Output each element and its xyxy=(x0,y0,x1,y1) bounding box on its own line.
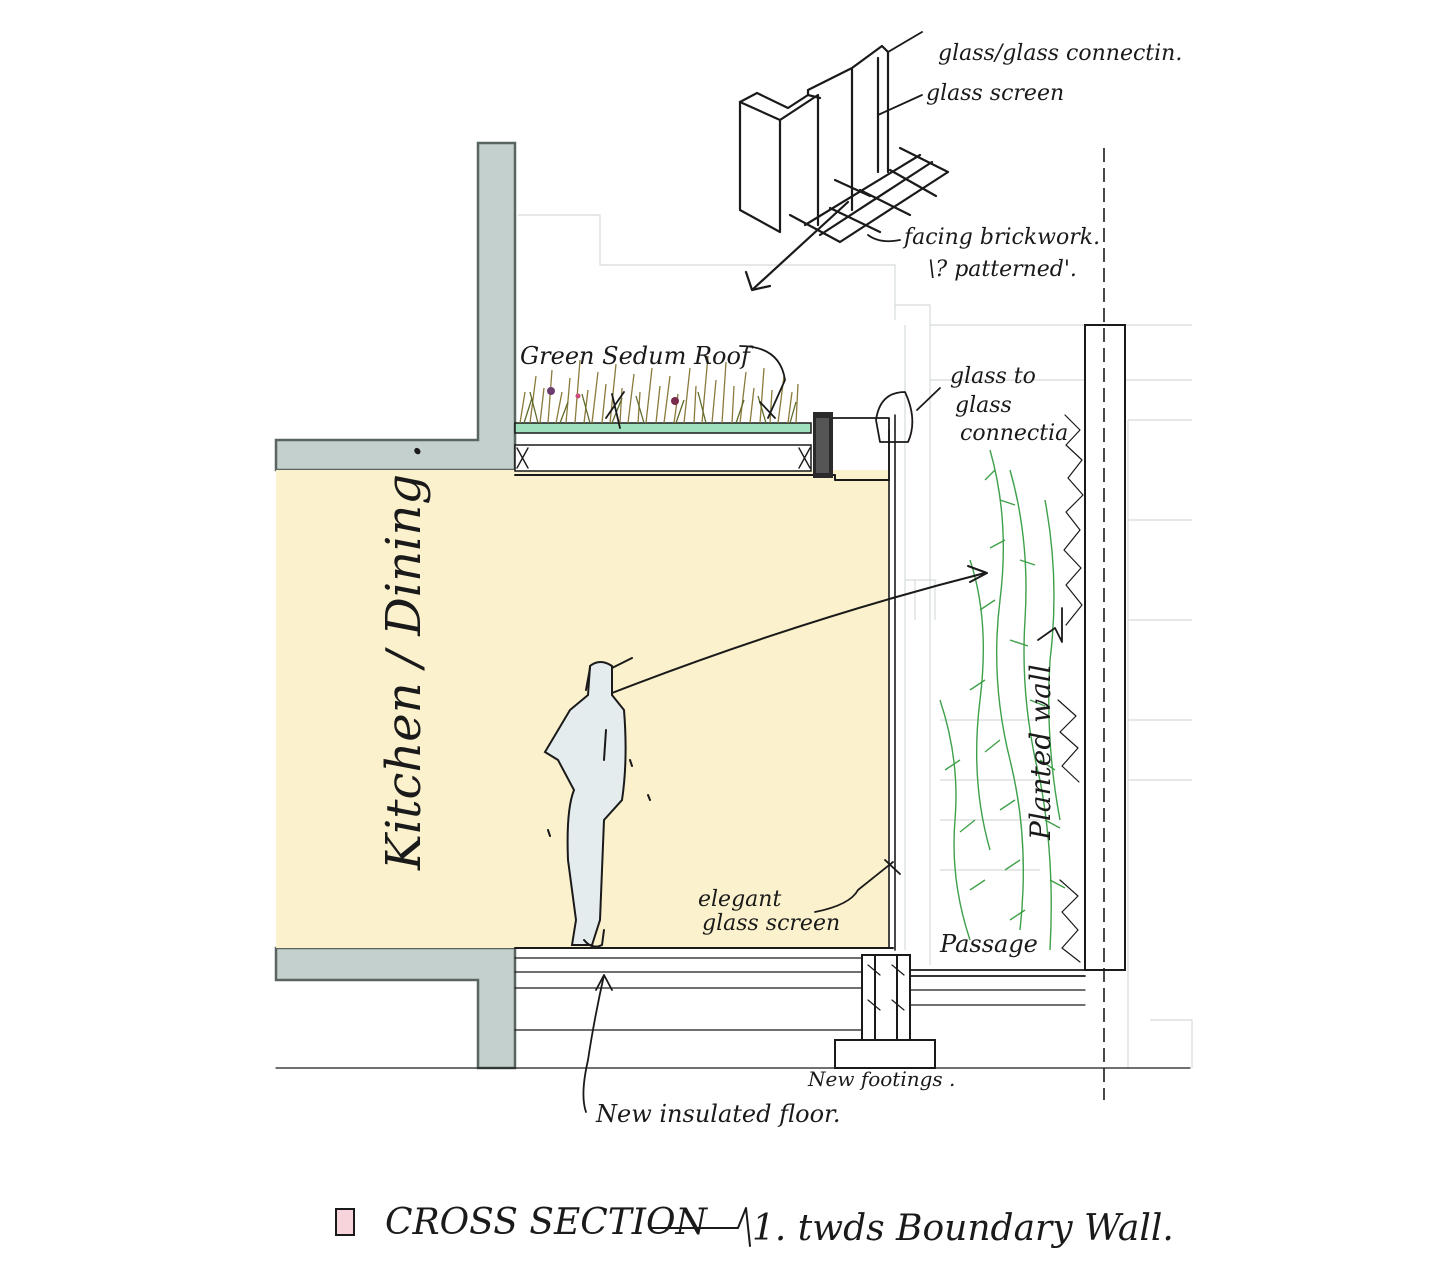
new-footing-pad xyxy=(834,1039,936,1069)
label-glass-screen-top: glass screen xyxy=(926,81,1064,106)
label-glass-glass-connection: glass/glass connectin. xyxy=(938,41,1182,66)
label-new-insulated-floor: New insulated floor. xyxy=(595,1100,840,1128)
person-figure xyxy=(543,657,651,948)
leader-lines xyxy=(582,31,1063,1113)
label-green-sedum-roof: Green Sedum Roof xyxy=(520,342,754,370)
existing-wall-lower xyxy=(274,946,517,1070)
label-new-footings: New footings . xyxy=(807,1067,955,1091)
label-elegant: elegant xyxy=(698,887,781,912)
label-facing-brickwork: facing brickwork. xyxy=(902,225,1100,250)
sedum-planting xyxy=(519,355,799,424)
label-glass: glass xyxy=(955,393,1012,418)
ground-and-footings xyxy=(275,954,1191,1069)
leader-sedum xyxy=(605,345,786,429)
label-glass-to: glass to xyxy=(950,364,1036,389)
new-footing-wall xyxy=(861,954,911,1041)
leader-glass-screen xyxy=(877,94,923,116)
roof-underside xyxy=(514,474,890,481)
existing-wall-upper xyxy=(274,141,517,472)
axonometric-detail-sketch xyxy=(738,44,950,292)
planted-wall-mesh xyxy=(1057,414,1084,963)
leader-planted-wall xyxy=(1037,607,1063,643)
title-cross-section: CROSS SECTION xyxy=(385,1202,709,1243)
sightline-arrow xyxy=(611,565,988,694)
roof-buildup xyxy=(514,412,890,481)
leader-elegant-glass xyxy=(814,859,901,913)
label-patterned: \? patterned'. xyxy=(928,257,1077,282)
glass-screen-line xyxy=(888,414,896,951)
roof-joist-zone xyxy=(514,444,812,472)
leader-glass-connection-top xyxy=(887,31,923,53)
background-buildings xyxy=(518,214,1193,1068)
boundary-wall xyxy=(1084,324,1126,971)
title-towards-boundary: 1. twds Boundary Wall. xyxy=(752,1208,1174,1249)
label-elegant-glass-screen: glass screen xyxy=(702,911,840,936)
label-kitchen-dining: Kitchen / Dining . xyxy=(376,443,432,871)
annotation-labels: glass/glass connectin. glass screen faci… xyxy=(376,41,1182,1128)
label-passage: Passage xyxy=(939,930,1038,958)
roof-membrane xyxy=(514,422,812,434)
leader-insulated-floor xyxy=(582,974,613,1113)
leader-glass-connection-right xyxy=(875,391,914,443)
title-color-key xyxy=(335,1208,355,1236)
label-connection: connectia xyxy=(960,421,1068,446)
leader-facing-brickwork xyxy=(867,234,901,243)
drawing-title: CROSS SECTION 1. twds Boundary Wall. xyxy=(335,1202,1174,1249)
green-planting xyxy=(939,449,1066,951)
label-planted-wall: Planted wall xyxy=(1024,664,1057,841)
